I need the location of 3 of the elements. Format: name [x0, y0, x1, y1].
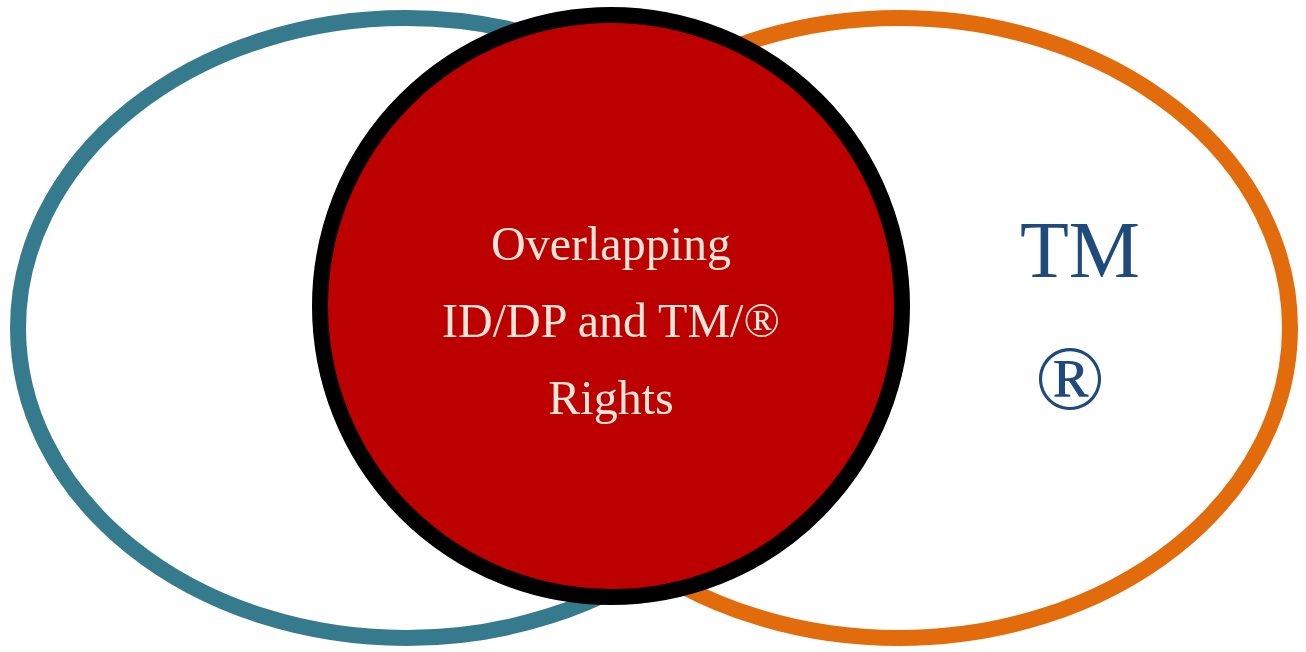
- circled-r-text: ®: [1034, 328, 1106, 428]
- overlap-label: Overlapping ID/DP and TM/® Rights: [441, 216, 781, 426]
- tm-text: TM: [1019, 205, 1141, 295]
